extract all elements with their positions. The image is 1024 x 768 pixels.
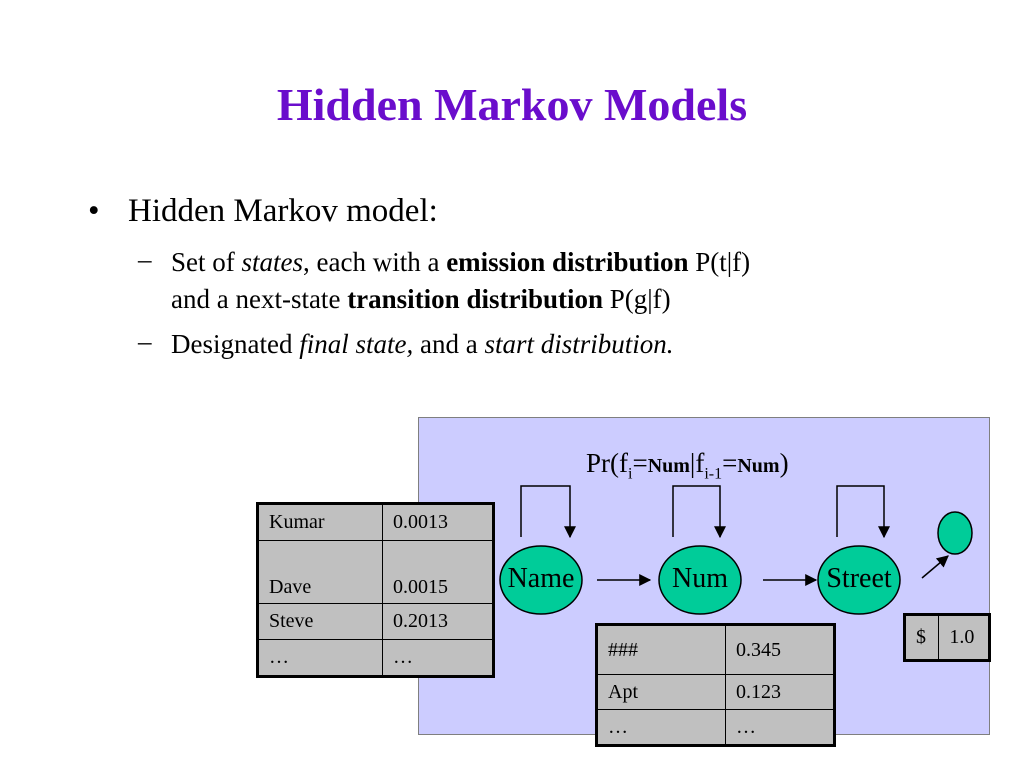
final-state	[937, 511, 973, 555]
table-cell: 1.0	[938, 614, 990, 661]
table-row: ###0.345	[596, 624, 835, 675]
text-run: and a	[413, 329, 485, 359]
table-cell: 0.345	[725, 624, 835, 675]
formula-part: |f	[689, 448, 705, 478]
table-cell: Kumar	[257, 503, 383, 541]
state-label-num: Num	[672, 563, 728, 594]
bullet-dot: •	[88, 193, 100, 229]
dash-symbol: –	[138, 326, 152, 356]
self-loop-street	[836, 485, 890, 539]
sub-bullet-text: Set of states, each with a emission dist…	[171, 244, 750, 318]
formula-part: Pr(f	[586, 448, 628, 478]
table-row: ……	[596, 709, 835, 746]
text-run: P(g|f)	[603, 284, 671, 314]
dash-symbol: –	[138, 244, 152, 274]
table-row: $1.0	[903, 614, 990, 661]
text-italic: states	[241, 247, 304, 277]
state-num	[658, 545, 742, 615]
table-cell: …	[257, 639, 383, 677]
table-cell: 0.2013	[382, 603, 494, 640]
text-bold: transition distribution	[347, 284, 603, 314]
transition-arrow	[921, 555, 949, 579]
text-run: and a next-state	[171, 284, 348, 314]
state-street	[817, 545, 901, 615]
formula-part: =	[632, 448, 648, 478]
bullet-text: Hidden Markov model:	[128, 193, 438, 229]
table-cell: ###	[596, 624, 726, 675]
text-run: P(t|f)	[688, 247, 751, 277]
formula-part: =	[722, 448, 738, 478]
state-label-street: Street	[826, 563, 892, 594]
table-cell: Steve	[257, 603, 383, 640]
text-italic: final state,	[299, 329, 414, 359]
table-cell: Dave	[257, 540, 383, 604]
table-cell: …	[725, 709, 835, 746]
table-cell: 0.0015	[382, 540, 494, 604]
formula-bold: Num	[647, 455, 690, 477]
formula-part: )	[779, 448, 789, 478]
text-bold: emission distribution	[446, 247, 689, 277]
self-loop-num	[672, 485, 726, 539]
final-emission-table: $1.0	[903, 613, 991, 662]
table-row: ……	[257, 639, 494, 677]
formula-sub: i-1	[704, 465, 723, 483]
table-cell: 0.123	[725, 674, 835, 710]
text-run: Designated	[171, 329, 300, 359]
table-cell: 0.0013	[382, 503, 494, 541]
slide-title: Hidden Markov Models	[276, 79, 748, 130]
self-loop-name	[520, 485, 576, 539]
table-cell: …	[596, 709, 726, 746]
table-cell: …	[382, 639, 494, 677]
text-run: Set of	[171, 247, 242, 277]
text-run: , each with a	[303, 247, 447, 277]
formula-bold: Num	[737, 455, 780, 477]
table-cell: Apt	[596, 674, 726, 710]
sub-bullet-text: Designated final state, and a start dist…	[171, 326, 673, 363]
state-label-name: Name	[507, 563, 575, 594]
state-name	[499, 545, 583, 615]
formula-sub: i	[628, 465, 633, 483]
text-italic: start distribution.	[484, 329, 674, 359]
transition-formula: Pr(fi=Num|fi-1=Num)	[586, 448, 789, 483]
table-cell: $	[903, 614, 940, 661]
